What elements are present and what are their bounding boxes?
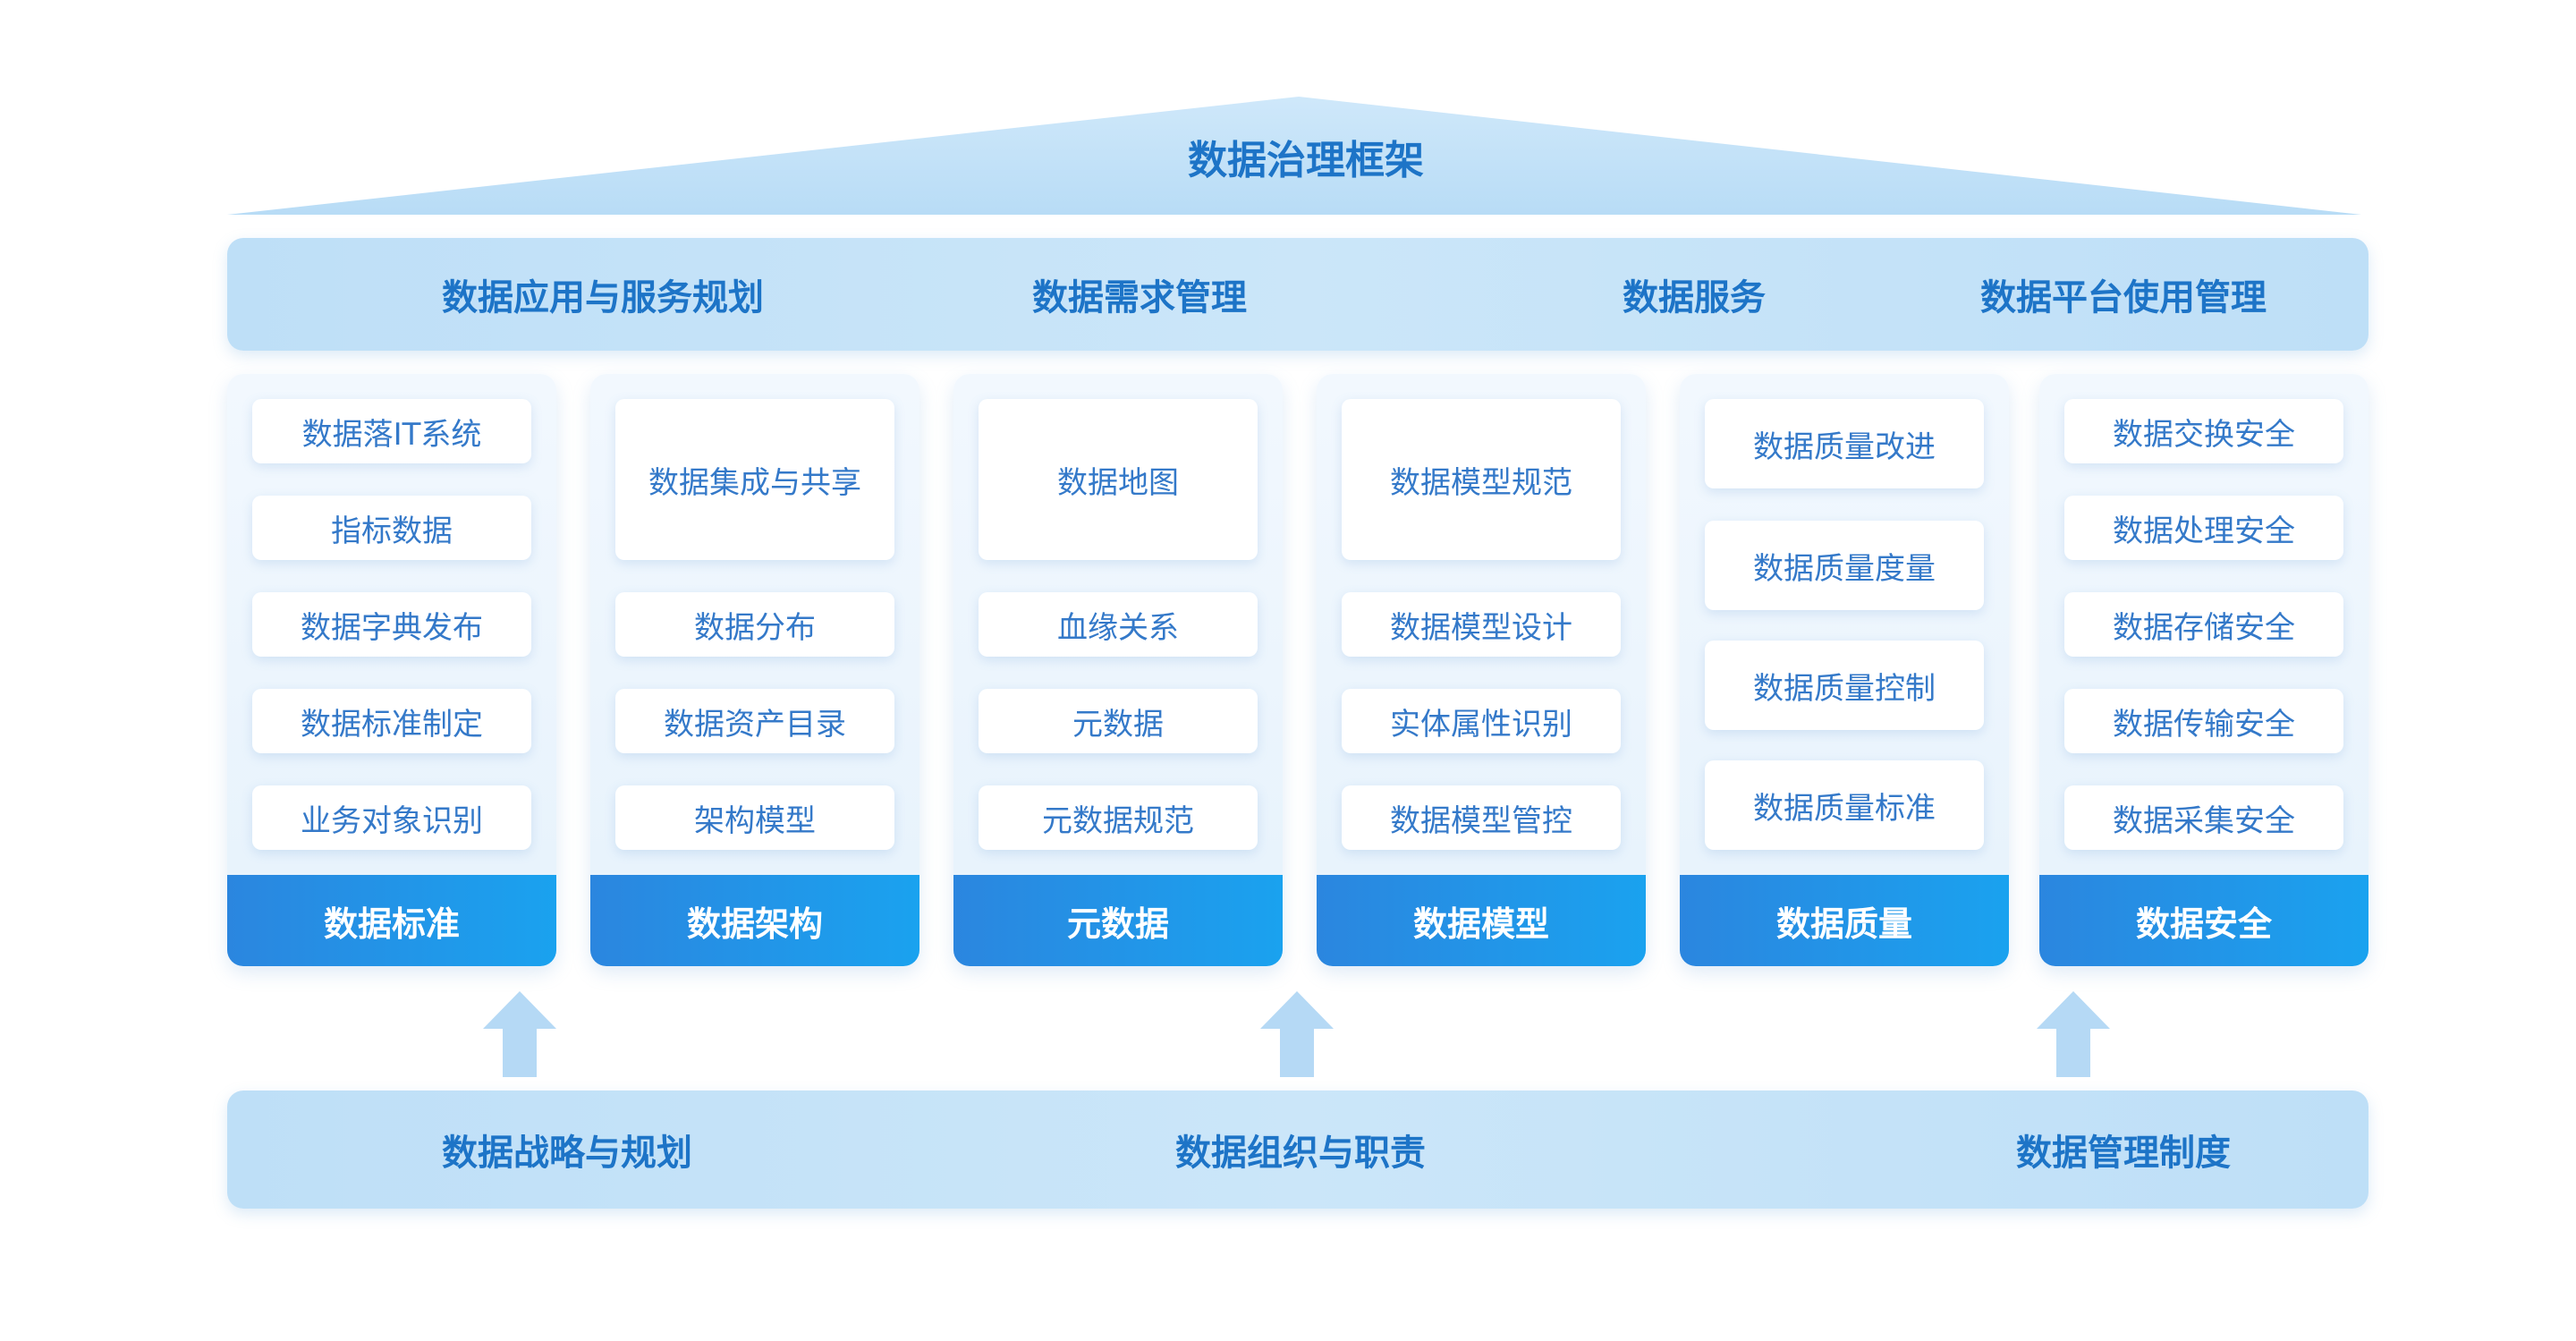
pillar-item: 数据质量改进 (1705, 399, 1984, 488)
top-band-label-demand-management: 数据需求管理 (1032, 277, 1247, 318)
pillar-item: 数据标准制定 (252, 689, 531, 753)
up-arrow-icon (483, 991, 556, 1077)
pillar-item: 数据质量控制 (1705, 641, 1984, 730)
pillar-item: 业务对象识别 (252, 785, 531, 850)
bottom-band-label-management-system: 数据管理制度 (2016, 1133, 2231, 1174)
pillar-item: 数据资产目录 (615, 689, 894, 753)
pillar-footer: 数据安全 (2039, 875, 2368, 966)
pillar-item: 血缘关系 (979, 592, 1258, 657)
pillar-item: 数据模型设计 (1342, 592, 1621, 657)
pillar-item: 数据模型规范 (1342, 399, 1621, 560)
pillar-item: 数据地图 (979, 399, 1258, 560)
up-arrow-icon (1260, 991, 1334, 1077)
pillar-footer: 数据质量 (1680, 875, 2009, 966)
roof-shape (227, 97, 2361, 215)
pillar-footer: 数据架构 (590, 875, 919, 966)
pillar-item: 数据质量标准 (1705, 760, 1984, 850)
pillar-item: 数据存储安全 (2064, 592, 2343, 657)
pillar-footer: 数据模型 (1317, 875, 1646, 966)
pillar-item: 架构模型 (615, 785, 894, 850)
pillar-item: 数据交换安全 (2064, 399, 2343, 463)
pillar-footer: 数据标准 (227, 875, 556, 966)
pillar-item: 数据分布 (615, 592, 894, 657)
pillar-item: 数据传输安全 (2064, 689, 2343, 753)
pillar-data-model: 数据模型规范 数据模型设计 实体属性识别 数据模型管控 数据模型 (1317, 374, 1646, 966)
pillar-footer: 元数据 (953, 875, 1283, 966)
pillar-data-standard: 数据落IT系统 指标数据 数据字典发布 数据标准制定 业务对象识别 数据标准 (227, 374, 556, 966)
bottom-band-label-strategy: 数据战略与规划 (442, 1133, 692, 1174)
pillar-item: 元数据规范 (979, 785, 1258, 850)
pillar-item: 数据字典发布 (252, 592, 531, 657)
pillar-item: 数据质量度量 (1705, 521, 1984, 610)
pillar-data-security: 数据交换安全 数据处理安全 数据存储安全 数据传输安全 数据采集安全 数据安全 (2039, 374, 2368, 966)
top-band: 数据应用与服务规划 数据需求管理 数据服务 数据平台使用管理 (227, 238, 2368, 351)
pillar-item: 实体属性识别 (1342, 689, 1621, 753)
pillar-item: 数据处理安全 (2064, 496, 2343, 560)
pillar-metadata: 数据地图 血缘关系 元数据 元数据规范 元数据 (953, 374, 1283, 966)
bottom-band: 数据战略与规划 数据组织与职责 数据管理制度 (227, 1091, 2368, 1209)
pillar-item: 数据模型管控 (1342, 785, 1621, 850)
pillar-item: 数据采集安全 (2064, 785, 2343, 850)
up-arrow-icon (2037, 991, 2110, 1077)
top-band-label-platform-usage: 数据平台使用管理 (1980, 277, 2267, 318)
bottom-band-label-organization: 数据组织与职责 (1175, 1133, 1426, 1174)
pillar-data-architecture: 数据集成与共享 数据分布 数据资产目录 架构模型 数据架构 (590, 374, 919, 966)
pillar-item: 元数据 (979, 689, 1258, 753)
pillar-item: 数据集成与共享 (615, 399, 894, 560)
top-band-label-data-service: 数据服务 (1623, 277, 1766, 318)
pillar-data-quality: 数据质量改进 数据质量度量 数据质量控制 数据质量标准 数据质量 (1680, 374, 2009, 966)
top-band-label-app-service-planning: 数据应用与服务规划 (442, 277, 764, 318)
framework-title: 数据治理框架 (1188, 138, 1424, 183)
pillar-item: 数据落IT系统 (252, 399, 531, 463)
pillar-item: 指标数据 (252, 496, 531, 560)
